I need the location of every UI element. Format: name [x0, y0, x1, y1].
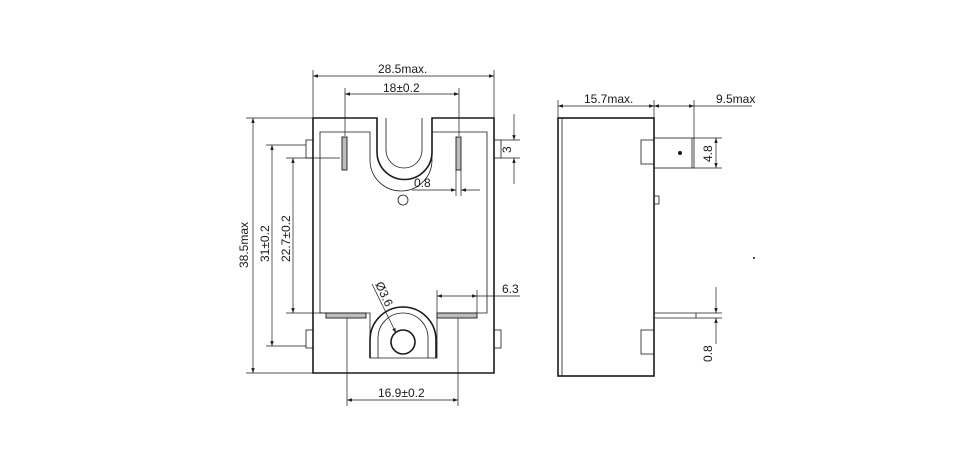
- dim-label-vertical-span-22-7: 22.7±0.2: [279, 215, 293, 262]
- dim-side-terminal-thickness: 0.8: [696, 287, 722, 362]
- bottom-slot-inner: [377, 312, 429, 358]
- dim-side-terminal-width: 4.8: [694, 137, 722, 169]
- front-view: [305, 117, 502, 374]
- dim-label-top-tab: 3: [500, 146, 514, 153]
- indicator-circle: [397, 194, 409, 206]
- dim-label-side-terminal-length: 9.5max: [716, 92, 755, 106]
- stray-dot: [753, 257, 755, 259]
- dim-overall-height: 38.5max: [237, 117, 313, 374]
- side-terminal-upper: [653, 137, 695, 169]
- dim-label-bottom-hole-spacing: 16.9±0.2: [378, 386, 425, 400]
- right-bottom-tab: [493, 329, 502, 349]
- dim-label-side-terminal-width: 4.8: [701, 145, 715, 162]
- dim-side-depth: 15.7max.: [557, 92, 655, 138]
- dim-label-terminal-offset: 0.8: [414, 176, 431, 190]
- dim-label-overall-width: 28.5max.: [378, 62, 427, 76]
- side-tab-upper: [640, 139, 655, 165]
- dim-label-hole-diameter: Ø3.6: [372, 279, 396, 309]
- side-body-outline: [557, 117, 655, 377]
- side-marker: [653, 195, 660, 205]
- terminal-top-left: [341, 136, 348, 171]
- dim-label-vertical-span-31: 31±0.2: [258, 225, 272, 262]
- right-top-tab: [493, 139, 502, 159]
- left-bottom-tab: [305, 329, 314, 349]
- dim-side-terminal-length: 9.5max: [654, 92, 755, 138]
- dim-terminal-width: 6.3: [436, 282, 520, 313]
- terminal-bottom-right: [436, 312, 478, 319]
- bottom-slot-outline: [369, 306, 437, 358]
- front-body-outline: [312, 117, 495, 374]
- dim-label-side-depth: 15.7max.: [584, 92, 633, 106]
- side-view: [557, 117, 697, 377]
- dim-vertical-span-22-7: 22.7±0.2: [279, 157, 340, 314]
- dim-hole-diameter: Ø3.6: [371, 279, 397, 334]
- dim-label-top-hole-spacing: 18±0.2: [383, 81, 420, 95]
- dim-top-hole-spacing: 18±0.2: [344, 81, 460, 136]
- dim-overall-width: 28.5max.: [312, 62, 495, 118]
- dim-terminal-offset: 0.8: [412, 170, 480, 196]
- side-terminal-hole: [678, 151, 682, 155]
- top-slot-inner: [385, 118, 423, 169]
- dim-top-tab: 3: [500, 114, 520, 184]
- side-tab-lower: [640, 329, 655, 355]
- terminal-top-right: [455, 136, 462, 171]
- left-top-tab: [305, 139, 314, 159]
- dim-label-terminal-width: 6.3: [502, 282, 519, 296]
- dim-label-overall-height: 38.5max: [237, 222, 251, 268]
- dim-bottom-hole-spacing: 16.9±0.2: [346, 318, 459, 406]
- terminal-bottom-left: [325, 312, 367, 319]
- dim-label-side-terminal-thickness: 0.8: [701, 345, 715, 362]
- dim-vertical-span-31: 31±0.2: [258, 144, 306, 347]
- mounting-hole: [390, 329, 416, 355]
